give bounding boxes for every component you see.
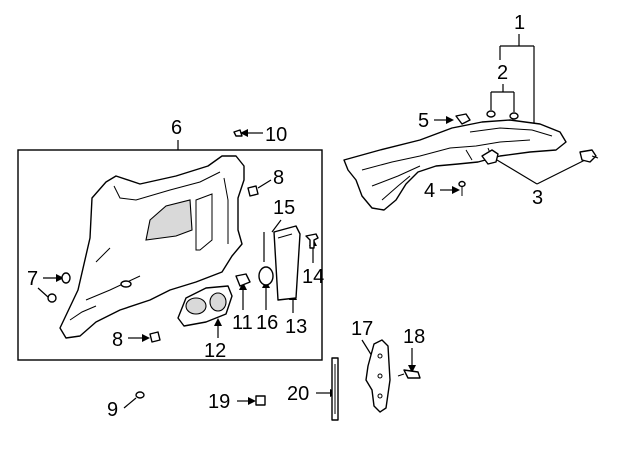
callout-17: 17 — [351, 318, 373, 340]
arrowhead-5 — [446, 116, 454, 124]
callout-3: 3 — [532, 187, 543, 209]
part-9-clip — [135, 391, 145, 399]
part-19-clip — [255, 395, 266, 406]
callout-9: 9 — [107, 399, 118, 421]
leader-3 — [496, 159, 586, 185]
part-4-screw — [458, 180, 466, 196]
arrowhead-10 — [240, 129, 248, 137]
callout-20: 20 — [287, 383, 309, 405]
arrowhead-8-lower — [142, 334, 150, 342]
callout-8-upper: 8 — [273, 167, 284, 189]
arrowhead-4 — [452, 186, 460, 194]
part-6-quarter-trim-panel — [59, 155, 245, 339]
callout-14: 14 — [302, 266, 324, 288]
part-20-strip — [331, 357, 339, 421]
leader-9 — [123, 397, 137, 409]
leader-7 — [37, 277, 56, 298]
callout-labels: 1 2 3 4 5 6 7 8 8 9 10 11 12 13 14 15 16… — [27, 12, 543, 421]
leader-lines — [37, 34, 586, 409]
part-10-clip — [233, 129, 243, 137]
callout-19: 19 — [208, 391, 230, 413]
part-11-fastener — [235, 273, 251, 287]
leader-17 — [361, 339, 373, 357]
callout-10: 10 — [265, 124, 287, 146]
callout-6: 6 — [171, 117, 182, 139]
arrowhead-7 — [56, 274, 64, 282]
arrowhead-18 — [408, 365, 416, 373]
part-14-retainer — [305, 233, 319, 249]
part-8-clips — [149, 185, 259, 343]
part-6-box — [17, 149, 323, 361]
callout-16: 16 — [256, 312, 278, 334]
leader-1 — [499, 34, 535, 132]
arrowhead-19 — [248, 397, 256, 405]
callout-4: 4 — [424, 180, 435, 202]
part-7-fasteners — [47, 272, 71, 303]
callout-15: 15 — [273, 197, 295, 219]
callout-2: 2 — [497, 62, 508, 84]
callout-13: 13 — [285, 316, 307, 338]
callout-5: 5 — [418, 110, 429, 132]
part-2-clips — [486, 110, 519, 120]
part-3-push-pins — [481, 149, 599, 165]
callout-11: 11 — [232, 312, 253, 334]
callout-8-lower: 8 — [112, 329, 123, 351]
part-16-grommet — [258, 266, 274, 286]
callout-18: 18 — [403, 326, 425, 348]
part-13-trim-strip — [273, 225, 301, 301]
arrowhead-11 — [239, 282, 247, 290]
leader-15 — [271, 219, 282, 233]
arrowhead-12 — [214, 318, 222, 326]
callout-12: 12 — [204, 340, 226, 362]
part-17-bracket — [365, 339, 391, 413]
leader-2 — [490, 84, 515, 112]
part-5-clip — [455, 113, 471, 125]
leader-8-upper — [257, 179, 272, 189]
callout-1: 1 — [514, 12, 525, 34]
callout-7: 7 — [27, 268, 38, 290]
part-18-bolt — [397, 369, 421, 379]
part-12-cup-holder-bezel — [177, 285, 233, 327]
